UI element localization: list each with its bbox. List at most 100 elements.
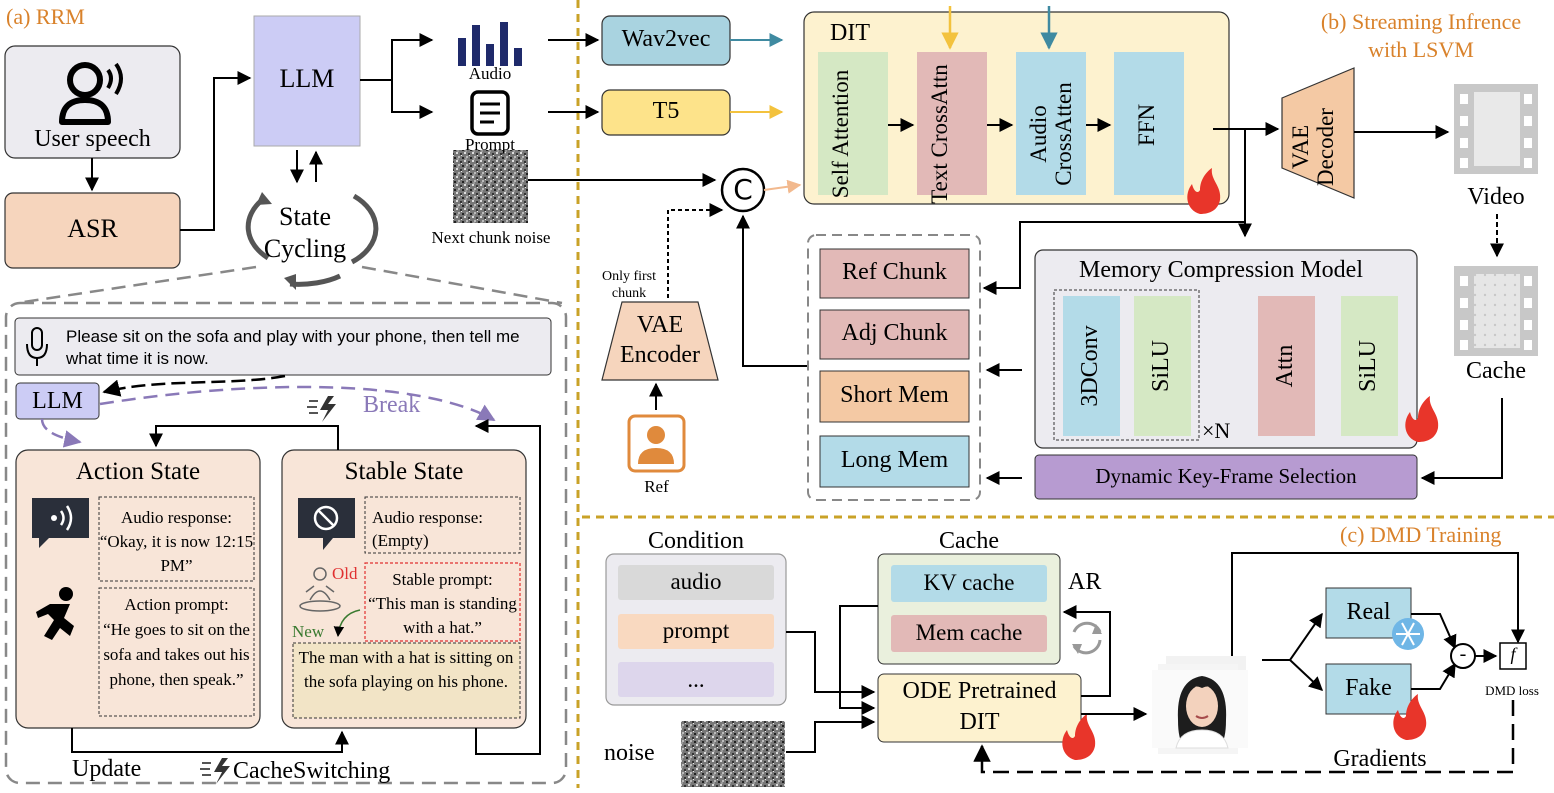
concat-label: C <box>733 173 753 206</box>
state-cycling-icon <box>245 192 379 290</box>
flame-icon-4 <box>1393 694 1427 740</box>
flame-icon-3 <box>1062 714 1096 760</box>
asr-label: ASR <box>67 214 118 243</box>
audio-crossatten-block <box>1016 52 1086 195</box>
action-prompt: Action prompt: “He goes to sit on the so… <box>99 592 254 692</box>
gradients-label: Gradients <box>1333 746 1427 772</box>
ref-chunk-label: Ref Chunk <box>842 259 947 285</box>
sitting-person-icon <box>299 567 341 612</box>
times-n-label: ×N <box>1202 418 1231 443</box>
lightning-icon-small <box>200 758 230 784</box>
silu-label-1: SiLU <box>1148 340 1174 393</box>
ffn-block <box>1114 52 1184 195</box>
long-mem-label: Long Mem <box>840 447 949 473</box>
mute-bubble-icon <box>298 498 355 550</box>
silu-block-1 <box>1134 296 1191 436</box>
self-attention-label: Self Attention <box>828 69 853 199</box>
dynamic-keyframe-label: Dynamic Key-Frame Selection <box>1095 464 1357 488</box>
stable-prompt: Stable prompt: “This man is standing wit… <box>365 568 520 640</box>
vae-decoder-label: VAE Decoder <box>1288 108 1339 186</box>
audio-label: Audio <box>468 64 512 83</box>
ode-dit-box <box>877 673 1082 743</box>
action-audio-response-label: Audio response: <box>121 508 232 527</box>
vae-encoder-label: VAE Encoder <box>620 312 700 368</box>
mem-cache-label: Mem cache <box>915 620 1023 645</box>
action-prompt-label: Action prompt: <box>124 595 229 614</box>
dmd-cache-label: Cache <box>939 528 999 554</box>
dmd-loss-label: DMD loss <box>1485 683 1539 698</box>
ar-label: AR <box>1068 569 1102 595</box>
minus-label: - <box>1459 643 1467 665</box>
adj-chunk-box <box>819 309 970 360</box>
refresh-icon <box>1072 621 1102 655</box>
condition-audio-label: audio <box>670 569 722 594</box>
panel-a-title: (a) RRM <box>6 4 85 29</box>
long-mem-box <box>819 435 970 488</box>
short-mem-box <box>819 370 970 423</box>
user-prompt-text: Please sit on the sofa and play with you… <box>66 327 520 368</box>
llm-box <box>253 15 361 147</box>
next-chunk-noise-label: Next chunk noise <box>431 228 551 247</box>
state-cycling-line2: Cycling <box>263 234 347 263</box>
fake-box <box>1325 663 1412 715</box>
llm-small-label: LLM <box>32 388 83 414</box>
lightning-icon <box>307 396 336 422</box>
memory-compression-box <box>1034 249 1418 449</box>
dit-label: DIT <box>830 20 870 46</box>
action-prompt-text: “He goes to sit on the sofa and takes ou… <box>103 620 250 689</box>
real-label: Real <box>1346 599 1391 625</box>
state-cycling-line1: State <box>279 202 331 231</box>
condition-prompt <box>618 614 774 649</box>
mem-cache-box <box>891 615 1047 652</box>
dmd-noise-image <box>681 721 785 787</box>
action-audio-response-text: “Okay, it is now 12:15 PM” <box>99 532 254 575</box>
panel-b-title-line1: (b) Streaming Infrence <box>1320 9 1522 34</box>
condition-prompt-label: prompt <box>662 618 730 643</box>
ode-dit-line2: DIT <box>959 709 1000 735</box>
condition-ellipsis <box>618 662 774 697</box>
ref-label: Ref <box>644 477 669 496</box>
silu-label-2: SiLU <box>1355 340 1381 393</box>
adj-chunk-label: Adj Chunk <box>841 320 948 346</box>
video-label: Video <box>1467 184 1525 210</box>
update-label: Update <box>72 756 142 782</box>
new-label: New <box>292 622 325 641</box>
memory-column-frame <box>807 234 981 501</box>
attn-label: Attn <box>1272 344 1298 388</box>
cache-label: Cache <box>1466 358 1526 384</box>
text-crossattn-block <box>917 52 987 195</box>
ode-dit-label: ODE Pretrained DIT <box>878 676 1081 738</box>
fake-label: Fake <box>1345 675 1392 701</box>
action-audio-response: Audio response: “Okay, it is now 12:15 P… <box>99 506 254 578</box>
old-label: Old <box>332 564 358 583</box>
llm-small-box <box>15 382 100 420</box>
f-node <box>1499 642 1527 670</box>
f-label: f <box>1510 644 1516 664</box>
user-speech-label: User speech <box>34 126 151 152</box>
kv-cache-box <box>891 565 1047 602</box>
self-attention-block <box>818 52 888 195</box>
document-icon <box>470 90 510 136</box>
conv3d-label: 3DConv <box>1077 325 1103 407</box>
panel-c-title: (c) DMD Training <box>1340 522 1502 547</box>
rrm-detail-frame <box>4 301 568 785</box>
running-person-icon <box>36 587 74 640</box>
ref-chunk-box <box>819 248 970 299</box>
vae-encoder-trapezoid <box>601 301 719 381</box>
audio-bars-icon <box>458 22 522 66</box>
panel-b-title: (b) Streaming Infrence with LSVM <box>1288 8 1554 64</box>
stable-prompt-text: “This man is standing with a hat.” <box>368 594 517 637</box>
stable-audio-response-label: Audio response: <box>372 508 483 527</box>
speaking-person-icon <box>59 62 123 125</box>
ffn-label: FFN <box>1134 103 1159 147</box>
condition-audio <box>618 565 774 600</box>
ref-person-icon <box>627 414 686 473</box>
stable-prompt-label: Stable prompt: <box>392 570 493 589</box>
condition-ellipsis-label: ... <box>687 667 705 692</box>
dynamic-keyframe-bar <box>1034 454 1418 500</box>
t5-label: T5 <box>652 98 680 124</box>
new-prompt-text: The man with a hat is sitting on the sof… <box>298 648 514 691</box>
audio-crossatten-label: Audio CrossAtten <box>1026 82 1077 186</box>
